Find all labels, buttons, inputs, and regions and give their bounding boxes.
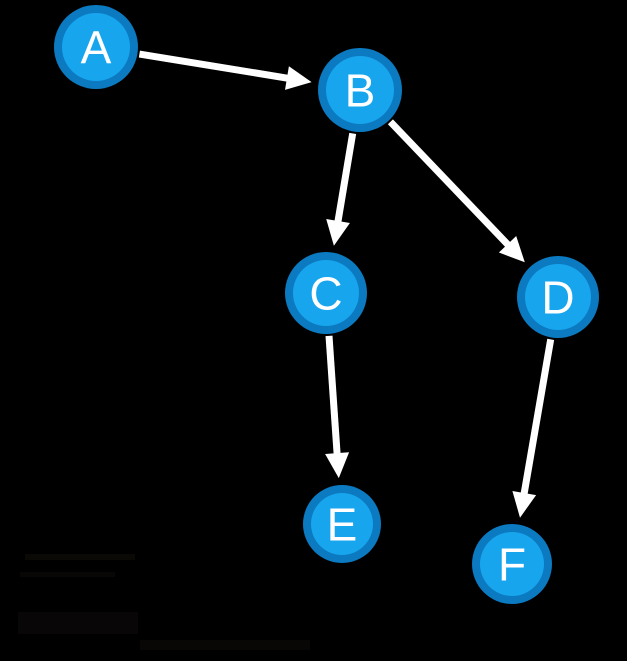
arrowhead-icon [285, 66, 312, 90]
edge-B-D [387, 119, 525, 263]
node-body [480, 532, 544, 596]
node-body [311, 493, 373, 555]
edge-D-F [512, 338, 555, 518]
edge-line-B-D [387, 119, 512, 249]
node-body [62, 13, 130, 81]
arrowhead-icon [512, 491, 537, 518]
edge-A-B [138, 50, 312, 90]
edge-B-C [326, 132, 357, 246]
node-body [525, 264, 591, 330]
arrowhead-icon [498, 236, 525, 263]
node-body [326, 56, 394, 124]
node-A[interactable]: A [54, 5, 138, 89]
edge-C-E [325, 335, 350, 479]
arrowhead-icon [326, 219, 350, 246]
node-D[interactable]: D [517, 256, 599, 338]
node-C[interactable]: C [285, 252, 367, 334]
arrowhead-icon [325, 452, 350, 479]
node-F[interactable]: F [472, 524, 552, 604]
node-body [293, 260, 359, 326]
node-B[interactable]: B [318, 48, 402, 132]
edge-line-C-E [325, 335, 341, 456]
edge-line-A-B [138, 50, 290, 82]
node-E[interactable]: E [303, 485, 381, 563]
edge-line-D-F [520, 338, 555, 496]
edge-line-B-C [334, 132, 357, 224]
